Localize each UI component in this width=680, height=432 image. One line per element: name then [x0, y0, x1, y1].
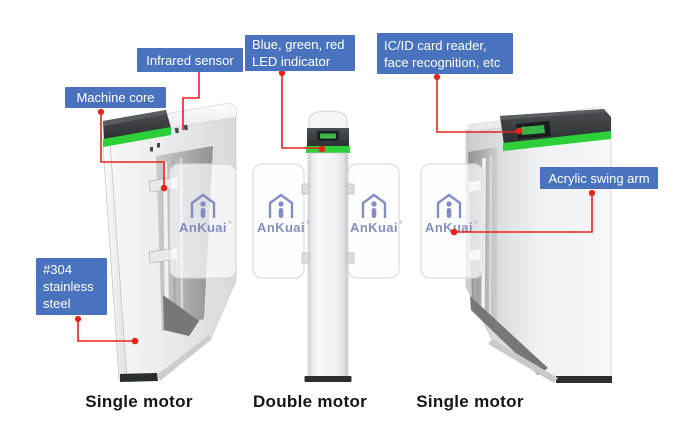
led-display-glow	[320, 133, 336, 139]
logo-i-stem	[278, 208, 284, 218]
callout-card-reader-line1: IC/ID card reader,	[384, 37, 487, 53]
gate-middle-base	[304, 376, 352, 382]
logo-i-stem	[371, 208, 377, 218]
gate-middle-edge-shade	[308, 153, 311, 377]
house-logo-icon	[436, 193, 462, 218]
callout-acrylic-swing-arm-text: Acrylic swing arm	[548, 170, 650, 186]
callout-stainless-steel-line2: stainless	[43, 279, 94, 294]
connector-dot	[160, 184, 168, 192]
gate-right-cabinet	[465, 106, 612, 383]
connector-dot	[433, 73, 441, 81]
callout-stainless-steel-line3: steel	[43, 296, 71, 311]
connector-card-reader	[436, 76, 518, 133]
gate-middle-edge-shade	[345, 153, 348, 377]
callout-card-reader-line2: face recognition, etc	[384, 54, 501, 70]
registered-mark: ®	[306, 219, 310, 225]
callout-connectors	[77, 72, 593, 342]
logo-i-dot	[446, 201, 452, 207]
house-logo-icon	[361, 193, 387, 218]
connector-stainless-steel	[77, 318, 134, 342]
gate-right-cap-highlight	[500, 109, 606, 120]
connector-dot	[74, 315, 82, 323]
acrylic-swing-arm-panel	[420, 163, 484, 279]
connector-dot	[515, 127, 523, 135]
ankuai-logo: AnKuai ®	[350, 193, 403, 235]
gate-left-base	[120, 373, 158, 382]
house-logo-icon	[190, 193, 216, 218]
connector-led-indicator	[281, 72, 321, 149]
connector-dot	[278, 69, 286, 77]
caption-gate-middle: Double motor	[252, 392, 368, 411]
connector-infrared-sensor	[182, 72, 200, 130]
callout-stainless-steel-line1: #304	[43, 262, 72, 277]
brand-wordmark: AnKuai	[179, 220, 227, 235]
callout-led-indicator: Blue, green, red LED indicator	[245, 35, 355, 71]
connector-dot	[450, 228, 458, 236]
card-reader-glow	[521, 125, 545, 135]
callout-machine-core: Machine core	[65, 87, 166, 108]
brand-wordmark: AnKuai	[257, 220, 305, 235]
registered-mark: ®	[228, 219, 232, 225]
callout-led-indicator-line1: Blue, green, red	[252, 37, 345, 52]
callout-infrared-sensor-text: Infrared sensor	[146, 52, 234, 68]
gate-left-top-cap	[103, 110, 171, 141]
acrylic-swing-arm-panel	[169, 163, 237, 279]
connector-acrylic-swing-arm	[455, 192, 593, 233]
acrylic-panels	[169, 163, 484, 279]
callout-acrylic-swing-arm: Acrylic swing arm	[540, 167, 658, 189]
callout-card-reader: IC/ID card reader, face recognition, etc	[377, 33, 513, 74]
connector-machine-core	[100, 111, 165, 187]
machine-core-rod	[488, 155, 493, 325]
brand-wordmark: AnKuai	[350, 220, 398, 235]
caption-gate-right: Single motor	[416, 392, 524, 411]
gate-middle-cabinet	[304, 110, 352, 382]
callout-machine-core-text: Machine core	[76, 90, 155, 105]
logo-i-stem	[446, 208, 452, 218]
logo-i-dot	[278, 201, 284, 207]
acrylic-swing-arm-panel	[252, 163, 305, 279]
connector-dot	[97, 108, 105, 116]
gate-left-recess-shadow	[163, 295, 199, 336]
gate-left-led-stripe	[103, 127, 171, 147]
acrylic-swing-arm-panel	[347, 163, 400, 279]
gate-middle-led-stripe	[306, 146, 350, 153]
hinge-tabs	[301, 183, 355, 264]
brand-logo: AnKuai ® AnKuai ® AnKuai ® An	[179, 193, 478, 235]
gate-middle-top-cap	[308, 110, 348, 130]
callout-infrared-sensor: Infrared sensor	[137, 48, 243, 72]
callout-led-indicator-line2: LED indicator	[252, 54, 331, 69]
gate-right-recess-shadow	[470, 296, 548, 375]
gate-left-bottom-edge	[157, 335, 212, 381]
connector-dot	[318, 145, 326, 153]
gate-left-cap-highlight	[103, 110, 167, 126]
connector-dot	[588, 189, 596, 197]
logo-i-dot	[200, 201, 206, 207]
registered-mark: ®	[399, 219, 403, 225]
gate-right-base	[556, 376, 612, 383]
ankuai-logo: AnKuai ®	[257, 193, 310, 235]
logo-i-stem	[200, 208, 206, 218]
gate-right-led-stripe	[503, 131, 611, 151]
house-logo-icon	[268, 193, 294, 218]
registered-mark: ®	[474, 219, 478, 225]
infrared-sensor-marks	[150, 124, 188, 152]
connector-dots	[74, 69, 596, 345]
ankuai-logo: AnKuai ®	[179, 193, 232, 235]
callout-stainless-steel: #304 stainless steel	[36, 258, 107, 315]
gate-right-bottom-edge	[488, 339, 558, 383]
connector-dot	[131, 337, 139, 345]
logo-i-dot	[371, 201, 377, 207]
gate-middle-body	[307, 152, 349, 378]
caption-gate-left: Single motor	[85, 392, 193, 411]
